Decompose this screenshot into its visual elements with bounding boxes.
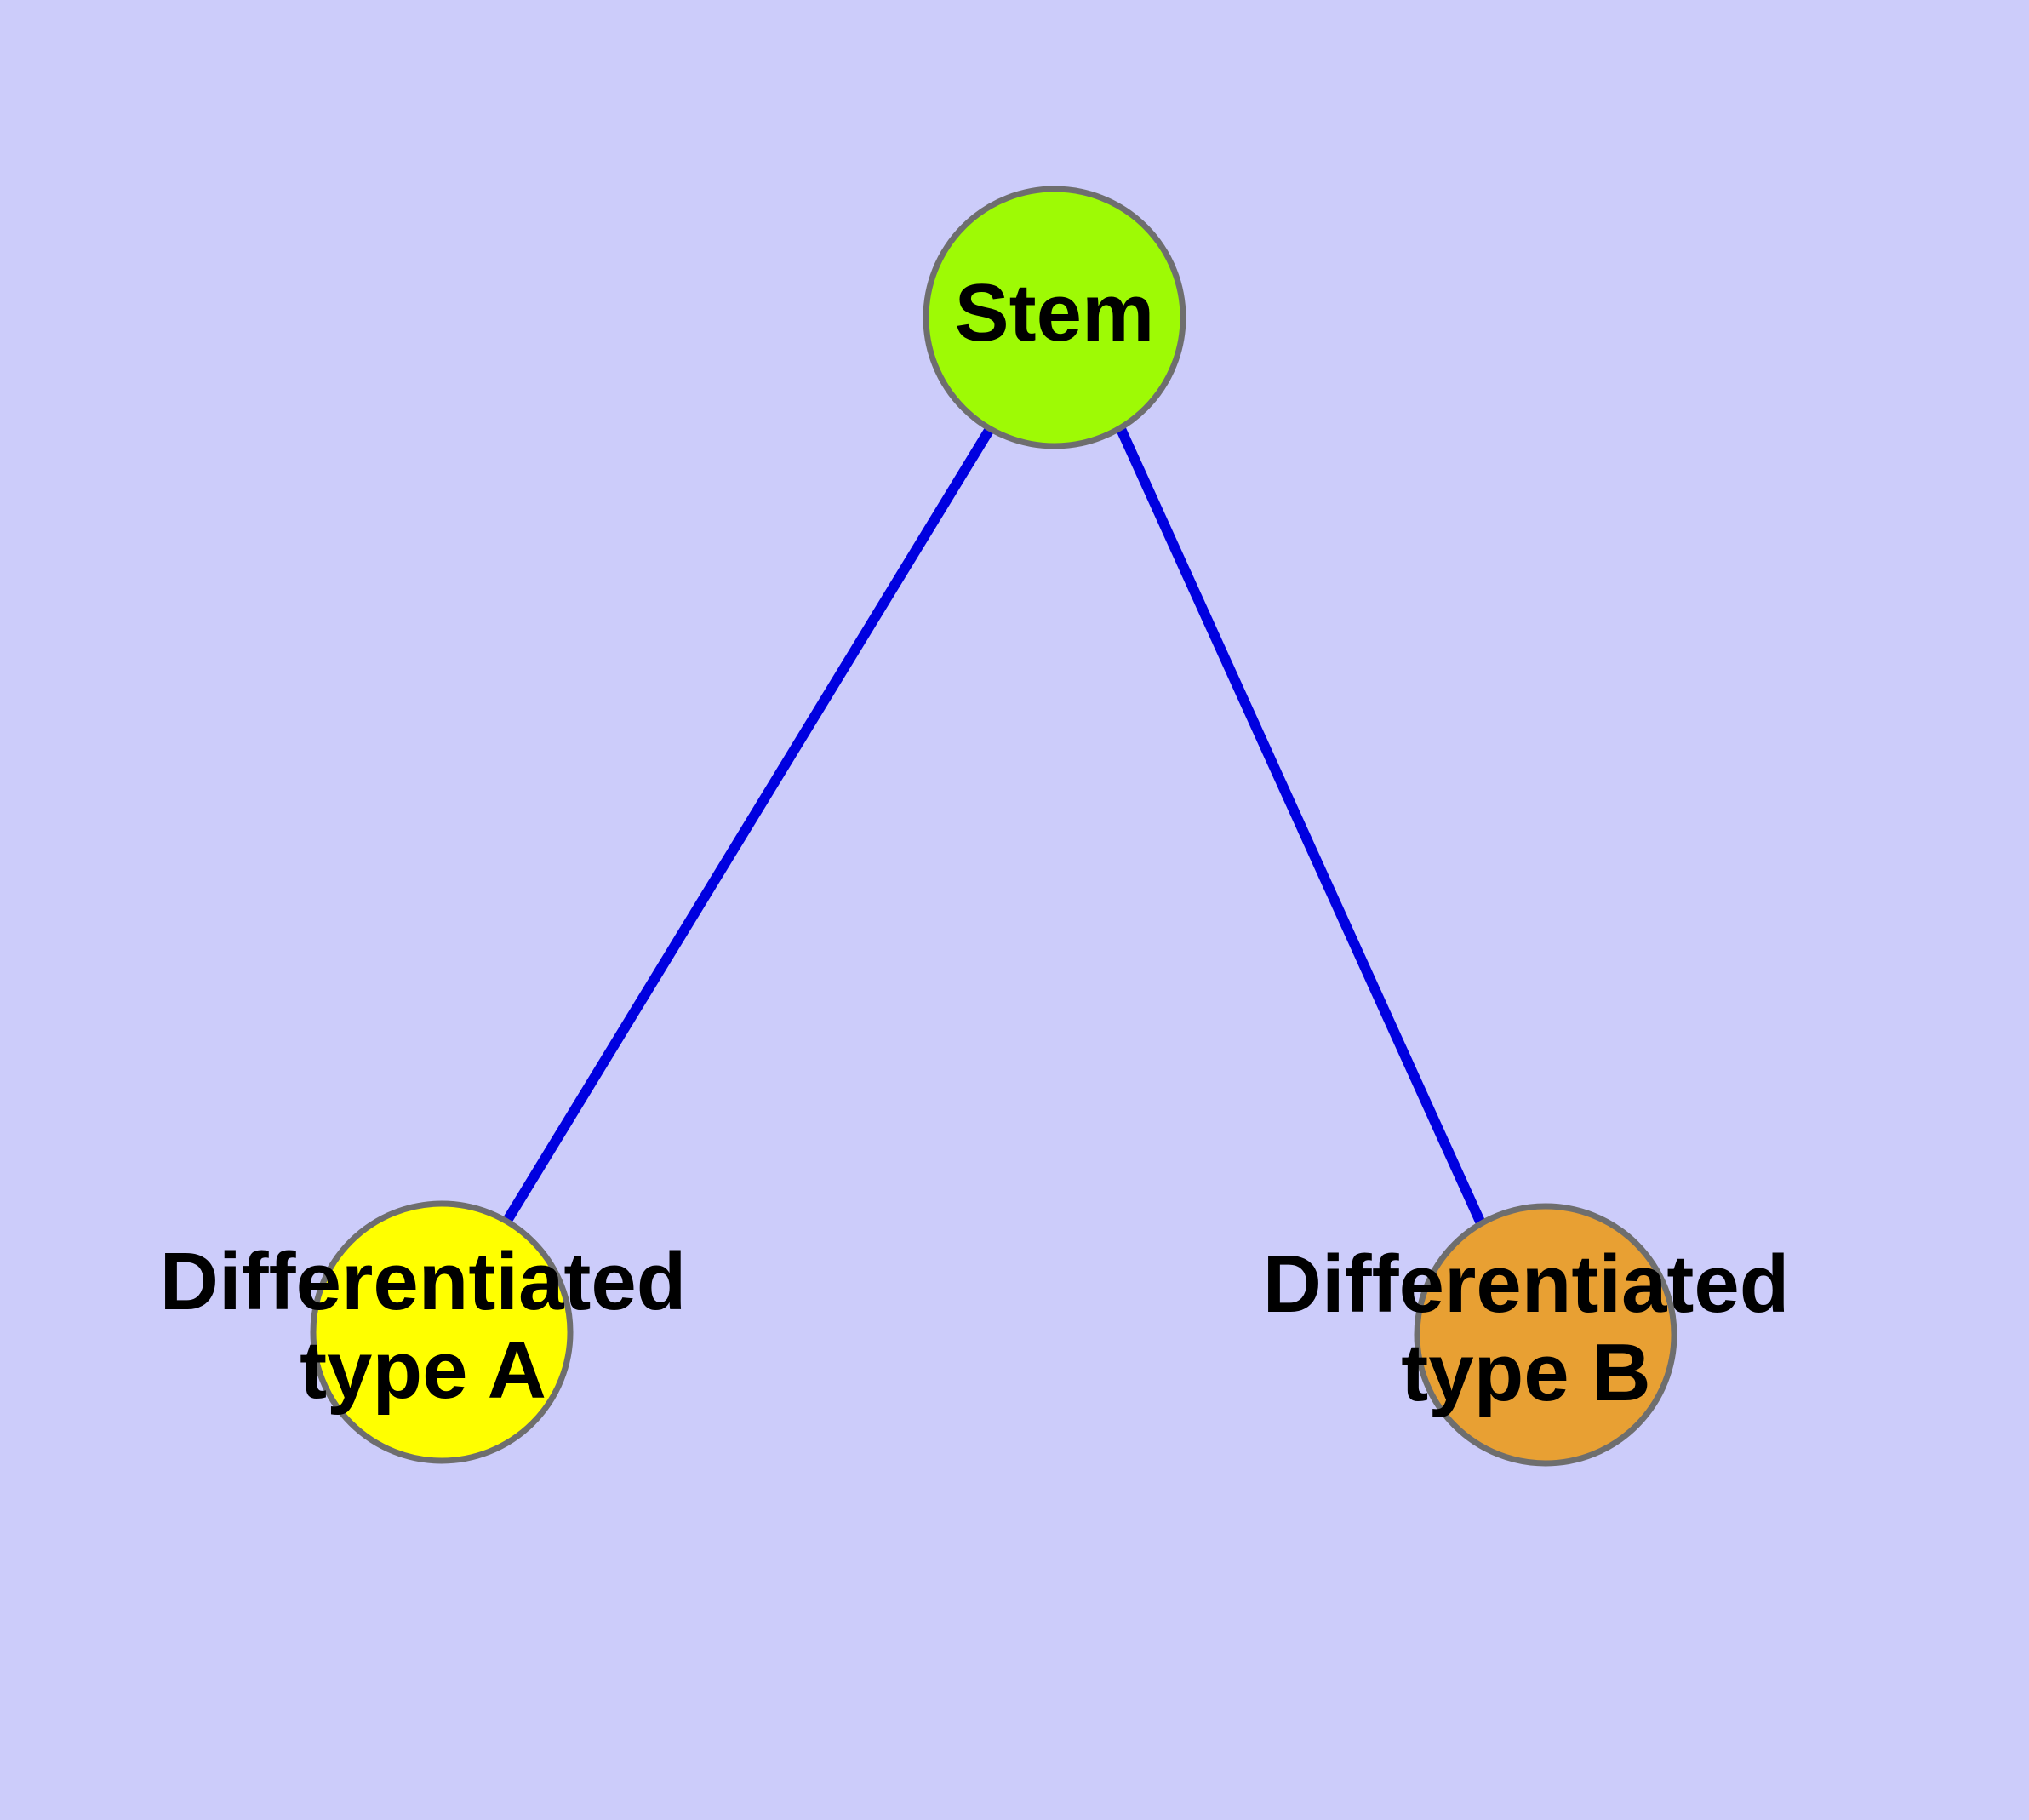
node-label-line: type A <box>300 1325 546 1416</box>
node-label-line: Stem <box>955 267 1155 358</box>
edges-layer <box>503 426 1486 1226</box>
nodes-layer <box>310 186 1677 1467</box>
node-label-line: type B <box>1401 1327 1650 1418</box>
edge-stem-to-diff-a[interactable] <box>503 426 995 1222</box>
node-diff-a[interactable] <box>310 1200 574 1464</box>
node-label-line: Differentiated <box>1263 1239 1790 1330</box>
node-label-stem: Stem <box>955 267 1155 358</box>
node-label-line: Differentiated <box>160 1236 687 1327</box>
node-diff-b[interactable] <box>1414 1203 1677 1467</box>
node-stem[interactable] <box>923 186 1186 449</box>
edge-stem-to-diff-b[interactable] <box>1116 426 1486 1226</box>
